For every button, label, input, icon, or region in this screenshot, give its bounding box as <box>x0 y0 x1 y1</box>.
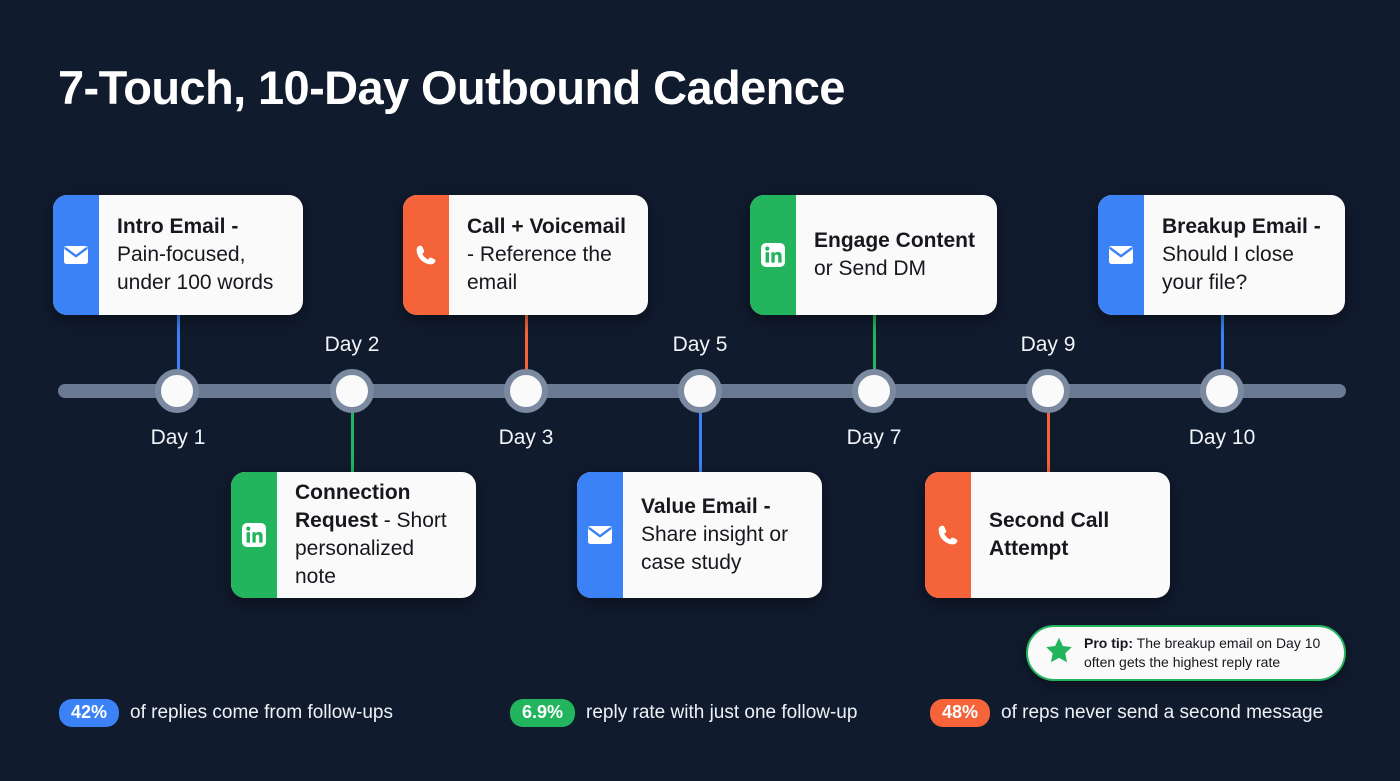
card-accent-strip <box>925 472 971 598</box>
touch-card-second-call-attempt[interactable]: Second Call Attempt <box>925 472 1170 598</box>
card-title: Intro Email - <box>117 215 239 239</box>
linkedin-icon <box>242 523 266 547</box>
star-icon <box>1044 636 1074 670</box>
card-title: Breakup Email - <box>1162 215 1321 239</box>
card-desc: or Send DM <box>814 257 927 280</box>
day-label-day-2: Day 2 <box>324 333 380 356</box>
card-title: Call + Voicemail <box>467 215 626 239</box>
stat-badge: 48% <box>930 699 991 727</box>
timeline-node-day-7[interactable] <box>852 369 896 413</box>
day-label-day-1: Day 1 <box>150 426 206 449</box>
connector-day-7 <box>873 310 876 372</box>
timeline-node-day-1[interactable] <box>155 369 199 413</box>
card-text: Call + Voicemail - Reference the email <box>449 195 648 315</box>
card-desc: - Short personalized note <box>295 509 447 588</box>
card-accent-strip <box>577 472 623 598</box>
card-desc: Share insight or case study <box>641 523 789 574</box>
card-accent-strip <box>750 195 796 315</box>
day-label-day-9: Day 9 <box>1020 333 1076 356</box>
phone-icon <box>416 245 436 265</box>
pro-tip-text: Pro tip: The breakup email on Day 10 oft… <box>1084 634 1328 673</box>
timeline-node-day-10[interactable] <box>1200 369 1244 413</box>
day-label-day-7: Day 7 <box>846 426 902 449</box>
timeline-node-day-2[interactable] <box>330 369 374 413</box>
card-desc: - Reference the email <box>467 243 612 294</box>
card-text: Intro Email - Pain-focused, under 100 wo… <box>99 195 303 315</box>
connector-day-1 <box>177 310 180 372</box>
card-text: Connection Request - Short personalized … <box>277 472 476 598</box>
pro-tip-callout[interactable]: Pro tip: The breakup email on Day 10 oft… <box>1026 625 1346 681</box>
envelope-icon <box>1109 246 1133 264</box>
day-label-day-10: Day 10 <box>1188 426 1256 449</box>
touch-card-breakup-email[interactable]: Breakup Email - Should I close your file… <box>1098 195 1345 315</box>
pro-tip-body: The breakup email on Day 10 often gets t… <box>1084 634 1321 670</box>
stat-no-second-touch: 48% of reps never send a second message <box>930 699 1323 727</box>
page-title: 7-Touch, 10-Day Outbound Cadence <box>58 61 845 114</box>
touch-card-intro-email[interactable]: Intro Email - Pain-focused, under 100 wo… <box>53 195 303 315</box>
card-title: Engage Content <box>814 229 975 253</box>
timeline-node-day-5[interactable] <box>678 369 722 413</box>
card-accent-strip <box>53 195 99 315</box>
card-text: Breakup Email - Should I close your file… <box>1144 195 1345 315</box>
touch-card-connection-request[interactable]: Connection Request - Short personalized … <box>231 472 476 598</box>
card-title: Value Email - <box>641 495 771 519</box>
stat-badge: 42% <box>59 699 120 727</box>
touch-card-engage-content[interactable]: Engage Content or Send DM <box>750 195 997 315</box>
card-text: Second Call Attempt <box>971 472 1170 598</box>
envelope-icon <box>588 526 612 544</box>
connector-day-5 <box>699 410 702 472</box>
card-desc: Should I close your file? <box>1162 243 1294 294</box>
timeline-node-day-3[interactable] <box>504 369 548 413</box>
stat-label: of replies come from follow-ups <box>130 701 393 723</box>
card-text: Engage Content or Send DM <box>796 195 997 315</box>
stat-label: reply rate with just one follow-up <box>586 701 858 723</box>
stat-follow-ups: 42% of replies come from follow-ups <box>59 699 393 727</box>
phone-icon <box>938 525 958 545</box>
connector-day-3 <box>525 310 528 372</box>
pro-tip-label: Pro tip: <box>1084 634 1133 651</box>
stat-badge: 6.9% <box>510 699 576 727</box>
stat-reply-rate: 6.9% reply rate with just one follow-up <box>510 699 857 727</box>
card-accent-strip <box>1098 195 1144 315</box>
connector-day-10 <box>1221 310 1224 372</box>
card-title: Connection Request <box>295 481 411 533</box>
touch-card-call-voicemail[interactable]: Call + Voicemail - Reference the email <box>403 195 648 315</box>
card-accent-strip <box>231 472 277 598</box>
linkedin-icon <box>761 243 785 267</box>
card-title: Second Call Attempt <box>989 509 1110 560</box>
card-accent-strip <box>403 195 449 315</box>
envelope-icon <box>64 246 88 264</box>
card-desc: Pain-focused, under 100 words <box>117 243 274 294</box>
connector-day-9 <box>1047 410 1050 472</box>
stat-label: of reps never send a second message <box>1001 701 1324 723</box>
timeline-node-day-9[interactable] <box>1026 369 1070 413</box>
touch-card-value-email[interactable]: Value Email - Share insight or case stud… <box>577 472 822 598</box>
card-text: Value Email - Share insight or case stud… <box>623 472 822 598</box>
day-label-day-5: Day 5 <box>672 333 728 356</box>
connector-day-2 <box>351 410 354 472</box>
day-label-day-3: Day 3 <box>498 426 554 449</box>
